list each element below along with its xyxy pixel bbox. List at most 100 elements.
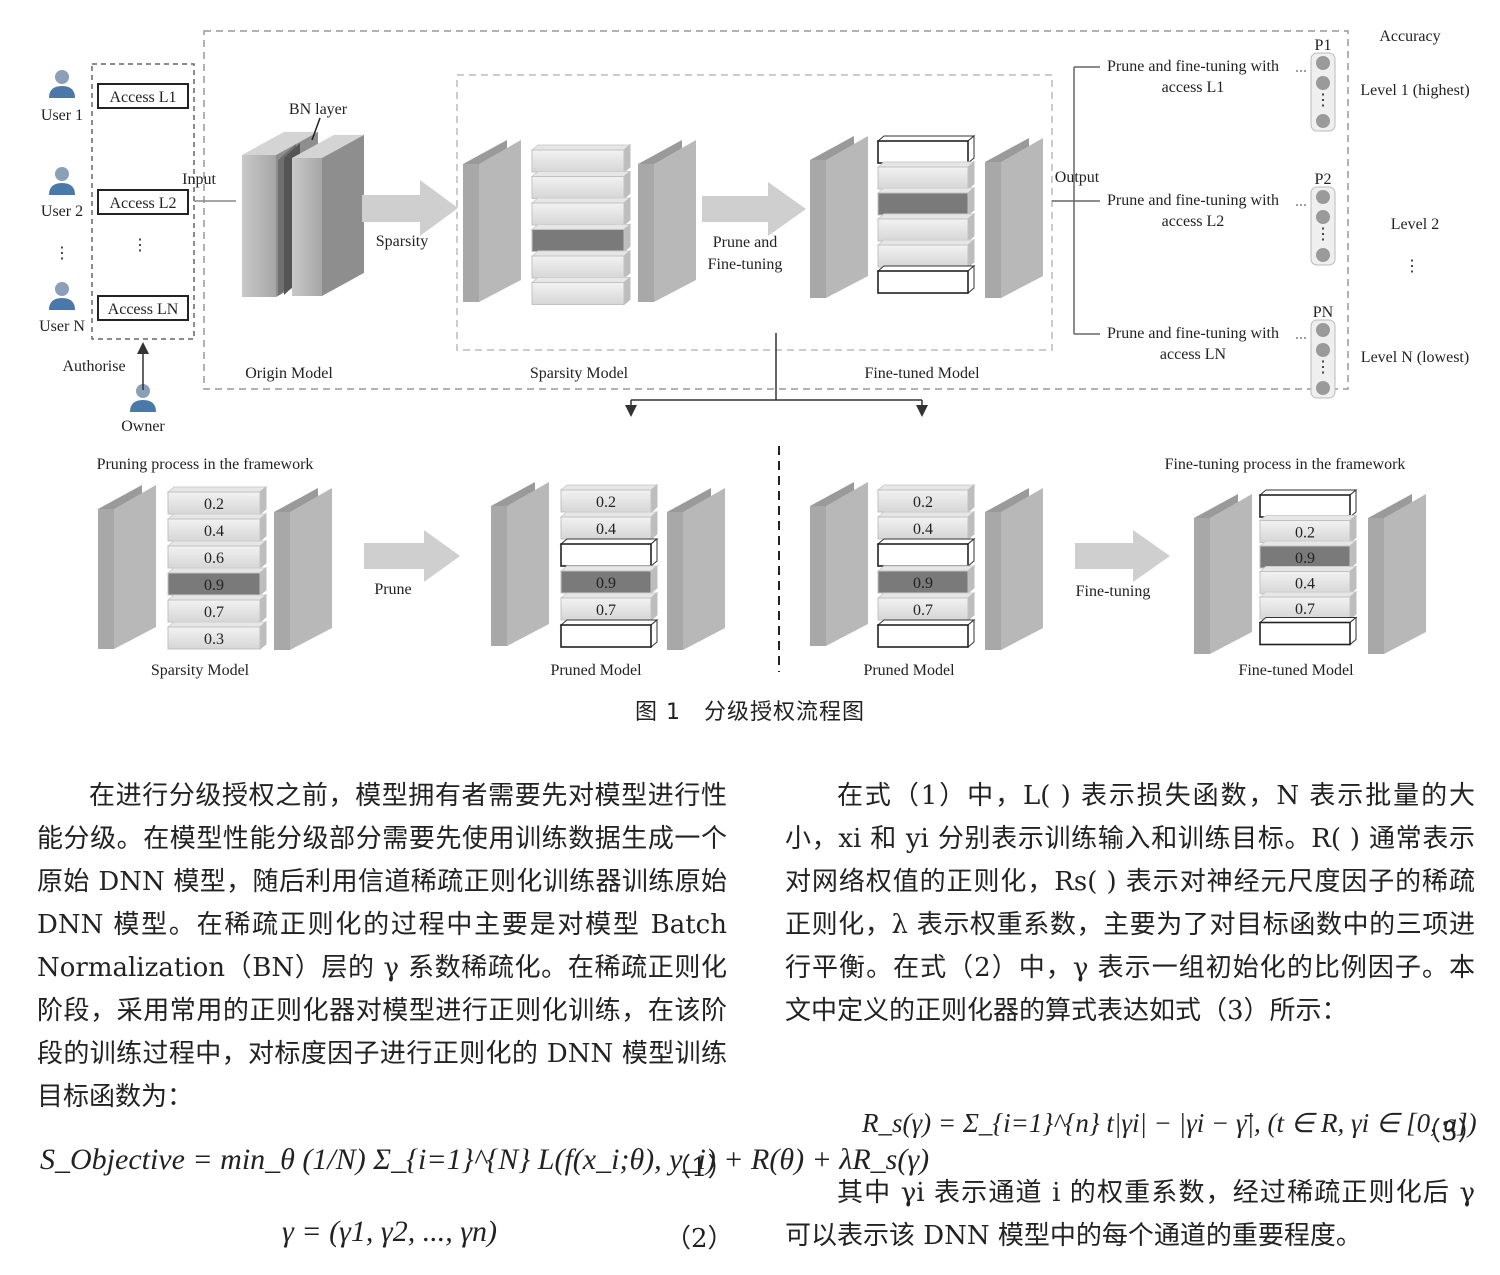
input-label: Input (182, 171, 216, 188)
svg-text:Access L2: Access L2 (109, 195, 176, 212)
bottom-label-2: Pruned Model (550, 662, 642, 679)
finetuned-top-layer (876, 160, 976, 191)
finetuned-bottom-left-block (1194, 494, 1252, 654)
finetuned-top-layer (876, 186, 976, 217)
finetuned-bottom-layer (1258, 488, 1358, 519)
sparsity-right-block (638, 140, 696, 302)
pruned-left-layer: 0.7 (559, 591, 659, 622)
finetuned-right-block (985, 138, 1043, 298)
sparsity-bottom-layer: 0.3 (166, 620, 268, 651)
origin-model (242, 131, 364, 297)
sparsity-bottom-value: 0.9 (204, 577, 224, 594)
sparsity-top-layer (530, 276, 632, 306)
sparsity-model-label: Sparsity Model (530, 365, 629, 382)
svg-text:Prune and fine-tuning with: Prune and fine-tuning with (1107, 58, 1279, 75)
sparsity-top-layer (530, 170, 632, 200)
finetuned-model-bottom: 0.2 0.9 0.4 0.7 (1194, 488, 1426, 654)
finetuned-bottom-layer: 0.9 (1258, 539, 1358, 570)
node-label: P2 (1315, 171, 1332, 188)
left-paragraph: 在进行分级授权之前，模型拥有者需要先对模型进行性能分级。在模型性能分级部分需要先… (37, 781, 727, 1112)
sparsity-top-layer (530, 223, 632, 253)
pruned-right-value: 0.7 (913, 602, 933, 619)
pruned-left-right-block (667, 488, 725, 650)
pruned-left-value: 0.9 (596, 575, 616, 592)
left-column: 在进行分级授权之前，模型拥有者需要先对模型进行性能分级。在模型性能分级部分需要先… (37, 775, 727, 1119)
sparsity-bottom-layer: 0.6 (166, 539, 268, 570)
svg-text:Prune and fine-tuning with: Prune and fine-tuning with (1107, 192, 1279, 209)
access-dots: ⋮ (132, 237, 148, 254)
finetuned-bottom-value: 0.9 (1295, 550, 1315, 567)
sparsity-bottom-layer: 0.2 (166, 485, 268, 516)
equation-1: S_Objective = min_θ (1/N) Σ_{i=1}^{N} L(… (40, 1143, 930, 1176)
user-2-label: User 2 (41, 203, 83, 220)
owner-icon (130, 384, 156, 412)
owner-label: Owner (121, 418, 165, 435)
pruned-left-left-block (491, 482, 549, 646)
pruned-right-right-block (985, 488, 1043, 650)
finetuned-bottom-value: 0.2 (1295, 525, 1315, 542)
access-l2-box: Access L2 (97, 189, 189, 215)
svg-text:access L2: access L2 (1162, 213, 1225, 230)
pruned-right-layer: 0.7 (876, 591, 976, 622)
finetuned-bottom-value: 0.4 (1295, 576, 1315, 593)
svg-text:⋮: ⋮ (1315, 226, 1331, 243)
pruned-left-value: 0.2 (596, 494, 616, 511)
sparsity-bottom-value: 0.3 (204, 631, 224, 648)
sparsity-bottom-value: 0.6 (204, 550, 224, 567)
pruned-right-layer (876, 537, 976, 568)
sparsity-left-block (463, 140, 521, 302)
equation-3-number: （3） (1415, 1117, 1484, 1147)
pruned-right-layer: 0.9 (876, 564, 976, 595)
bn-layer-label: BN layer (289, 101, 348, 118)
prune-ft-label-1: Prune and (713, 234, 777, 251)
pruned-left-value: 0.4 (596, 521, 616, 538)
finetuned-left-block (810, 136, 868, 298)
level-label: Level 2 (1391, 216, 1439, 233)
level-label: Level 1 (highest) (1360, 82, 1469, 99)
svg-text:Prune and fine-tuning with: Prune and fine-tuning with (1107, 325, 1279, 342)
prune-arrow-label: Prune (374, 581, 411, 598)
bottom-label-3: Pruned Model (863, 662, 955, 679)
finetuning-title: Fine-tuning process in the framework (1165, 456, 1406, 473)
pruned-left-layer: 0.4 (559, 510, 659, 541)
finetuned-bottom-layer: 0.2 (1258, 514, 1358, 544)
origin-model-label: Origin Model (245, 365, 333, 382)
finetuned-top-layer (876, 134, 976, 165)
right-paragraph-2: 其中 γi 表示通道 i 的权重系数，经过稀疏正则化后 γ 可以表示该 DNN … (785, 1178, 1475, 1251)
figure-caption: 图 1 分级授权流程图 (635, 700, 865, 725)
sparsity-finetune-box (456, 74, 1053, 351)
pruned-left-layer (559, 618, 659, 649)
equation-2: γ = (γ1, γ2, ..., γn) (282, 1215, 498, 1248)
pruned-right-value: 0.2 (913, 494, 933, 511)
finetuned-bottom-value: 0.7 (1295, 601, 1315, 618)
svg-text:⋮: ⋮ (1315, 359, 1331, 376)
svg-text:Access LN: Access LN (108, 301, 179, 318)
right-column: 在式（1）中，L( ) 表示损失函数，N 表示批量的大小，xi 和 yi 分别表… (785, 775, 1475, 1033)
user-n-label: User N (39, 318, 85, 335)
sparsity-model-top (463, 140, 696, 306)
sparsity-model-bottom: 0.20.40.60.90.70.3 (98, 485, 332, 651)
output-entry-2: Prune and fine-tuning with access L2 ⋮ P2Le… (1107, 171, 1439, 266)
sparsity-bottom-left-block (98, 485, 156, 649)
pruned-right-left-block (810, 482, 868, 646)
equation-1-number: （1） (665, 1153, 734, 1183)
finetuned-bottom-layer (1258, 616, 1358, 646)
user-icon (49, 282, 75, 310)
node-label: PN (1313, 304, 1334, 321)
bottom-label-4: Fine-tuned Model (1238, 662, 1354, 679)
sparsity-bottom-layer: 0.9 (166, 566, 268, 597)
access-box (91, 63, 195, 340)
user-icon (49, 167, 75, 195)
framework-box (203, 30, 1349, 390)
equation-3: R_s(γ) = Σ_{i=1}^{n} t|γi| − |γi − γ̄|, … (862, 1108, 1477, 1138)
sparsity-bottom-value: 0.7 (204, 604, 224, 621)
authorise-label: Authorise (62, 358, 125, 375)
pruned-right-layer: 0.4 (876, 510, 976, 541)
right-paragraph: 在式（1）中，L( ) 表示损失函数，N 表示批量的大小，xi 和 yi 分别表… (785, 781, 1475, 1026)
pruned-right-value: 0.4 (913, 521, 933, 538)
accuracy-label: Accuracy (1379, 28, 1440, 45)
pruned-right-layer: 0.2 (876, 483, 976, 514)
sparsity-arrow (362, 180, 458, 236)
finetuned-top-layer (876, 264, 976, 295)
